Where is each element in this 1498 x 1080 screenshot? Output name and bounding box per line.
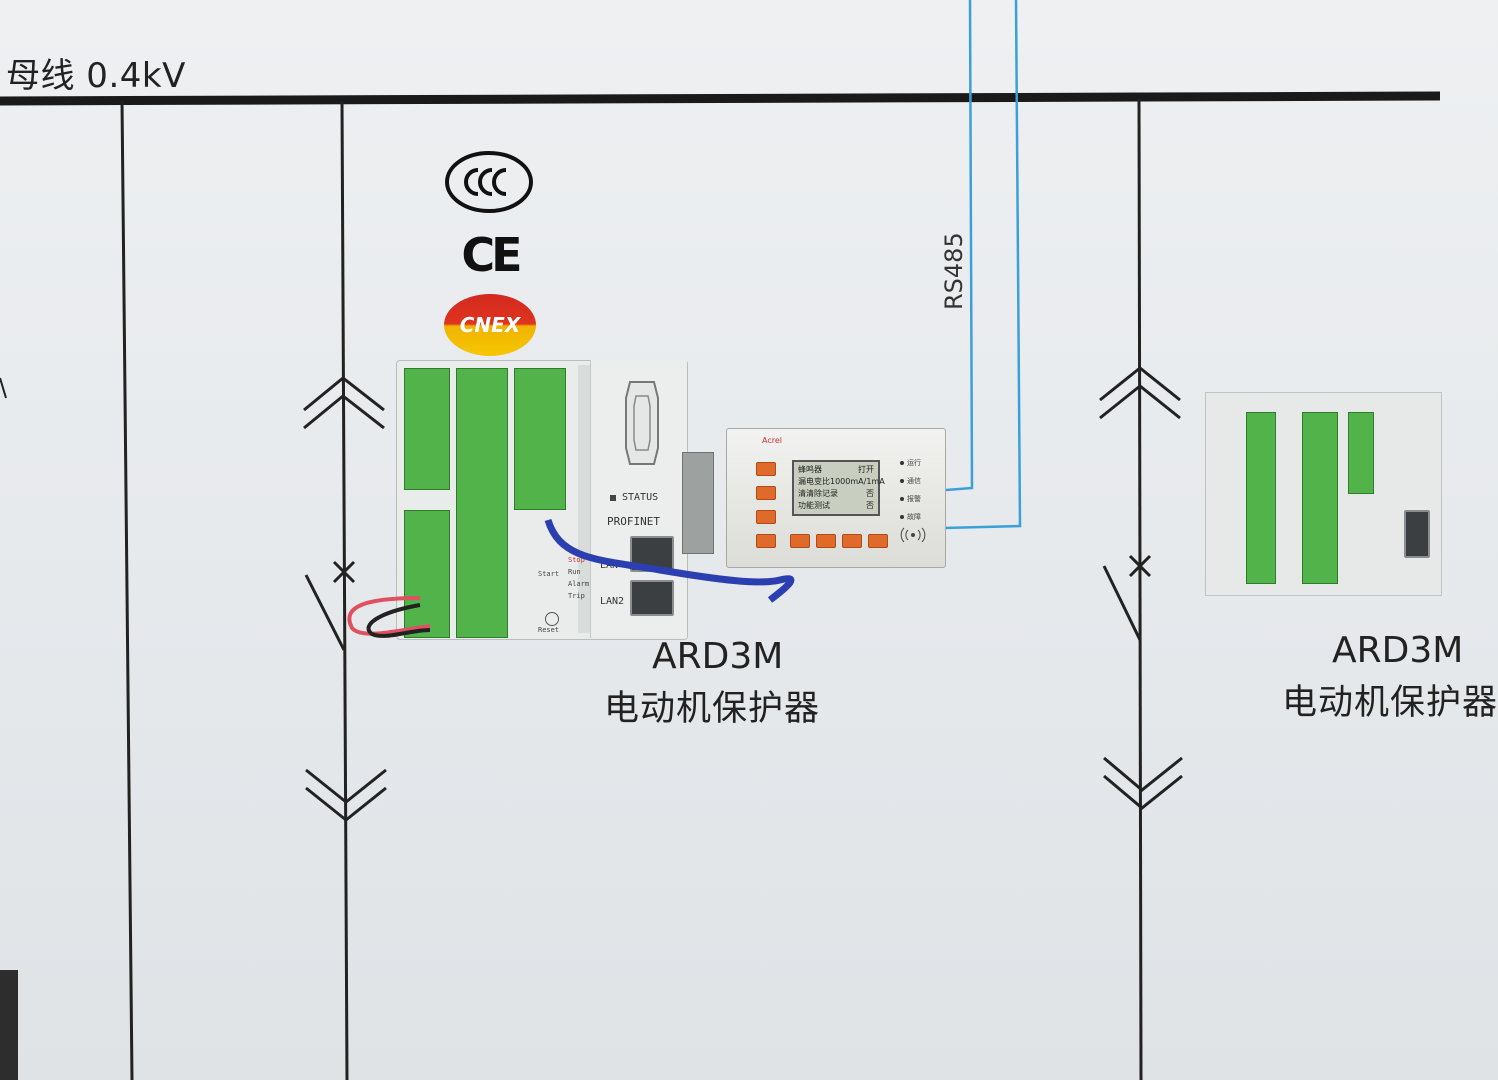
reset-label: Reset: [538, 626, 560, 634]
feeder-line-1: [120, 100, 134, 1080]
display-key-left-1[interactable]: [756, 462, 776, 476]
switch-symbol-1: [304, 560, 356, 651]
terminal-block-1: [404, 368, 450, 490]
display-key-bottom-2[interactable]: [816, 534, 836, 548]
lan2-label: LAN2: [600, 596, 625, 607]
cnex-mark: CNEX: [444, 294, 536, 356]
device-model-label: ARD3M: [652, 636, 784, 677]
lcd-row-value: 否: [866, 489, 874, 498]
lcd-row-value: 1000mA/1mA: [830, 477, 885, 486]
display-key-left-3[interactable]: [756, 510, 776, 524]
lcd-row: 功能测试 否: [798, 500, 874, 512]
rail-clip: [682, 452, 714, 554]
terminal-block-2: [404, 510, 450, 638]
display-brand: Acrel: [762, 436, 782, 445]
indicator-fault: 故障: [900, 512, 921, 522]
profinet-label: PROFINET: [607, 515, 660, 528]
busbar-line: [0, 91, 1441, 106]
indicator-run: 运行: [900, 458, 921, 468]
nfc-icon: [900, 527, 926, 543]
led-stop-label: Stop: [568, 556, 585, 564]
lcd-row-label: 清清除记录: [798, 489, 838, 498]
lcd-row-label: 功能测试: [798, 501, 830, 510]
lcd-row: 清清除记录 否: [798, 488, 874, 500]
device2-name-label: 电动机保护器: [1282, 683, 1498, 723]
rs485-line-b: [943, 0, 1022, 530]
terminal-block-2c: [1348, 412, 1374, 494]
display-key-bottom-1[interactable]: [790, 534, 810, 548]
partial-text-mark: [0, 377, 7, 399]
disconnect-symbol-top-1: [303, 376, 385, 430]
lcd-row-value: 否: [866, 501, 874, 510]
terminal-block-3: [456, 368, 508, 638]
db9-connector-icon: [625, 381, 659, 465]
ccc-mark-icon: [445, 151, 533, 213]
status-led: [610, 495, 616, 501]
black-wire: [366, 603, 431, 638]
disconnect-symbol-bottom-2: [1103, 756, 1183, 810]
led-trip-label: Trip: [568, 592, 585, 600]
blue-ethernet-cable: [544, 518, 795, 603]
display-key-bottom-3[interactable]: [842, 534, 862, 548]
disconnect-symbol-bottom-1: [305, 768, 387, 822]
device2-model-label: ARD3M: [1332, 630, 1464, 671]
schematic-diagram: [0, 0, 1441, 1080]
reset-button[interactable]: [545, 612, 559, 626]
device-name-label: 电动机保护器: [604, 689, 821, 729]
indicator-alarm: 报警: [900, 494, 921, 504]
edge-bracket: [0, 970, 18, 1080]
terminal-block-2a: [1246, 412, 1276, 584]
disconnect-symbol-top-2: [1099, 366, 1181, 420]
start-label: Start: [538, 570, 560, 578]
red-wire: [347, 596, 431, 636]
io-label-strip: [578, 365, 590, 633]
display-key-bottom-4[interactable]: [868, 534, 888, 548]
switch-symbol-2: [1102, 554, 1152, 641]
display-key-left-4[interactable]: [756, 534, 776, 548]
lcd-row: 蜂鸣器 打开: [798, 464, 874, 476]
cables: [347, 518, 795, 638]
lan1-label: LAN: [600, 560, 619, 571]
lcd-row-label: 漏电变比: [798, 477, 830, 486]
led-alarm-label: Alarm: [568, 580, 590, 588]
terminal-block-2b: [1302, 412, 1338, 584]
lcd-row-label: 蜂鸣器: [798, 465, 822, 474]
feeder-line-2: [340, 100, 349, 1080]
feeder-line-3: [1137, 97, 1143, 1080]
terminal-block-4: [514, 368, 566, 510]
indicator-comm: 通信: [900, 476, 921, 486]
status-label: STATUS: [622, 492, 659, 503]
lan-port-2[interactable]: [1404, 510, 1430, 558]
display-key-left-2[interactable]: [756, 486, 776, 500]
busbar-label: 母线 0.4kV: [6, 56, 186, 96]
lan2-port[interactable]: [630, 580, 674, 616]
ce-mark: CE: [461, 228, 522, 282]
rs485-line-a: [945, 0, 974, 492]
lcd-row-value: 打开: [858, 465, 874, 474]
led-run-label: Run: [568, 568, 581, 576]
